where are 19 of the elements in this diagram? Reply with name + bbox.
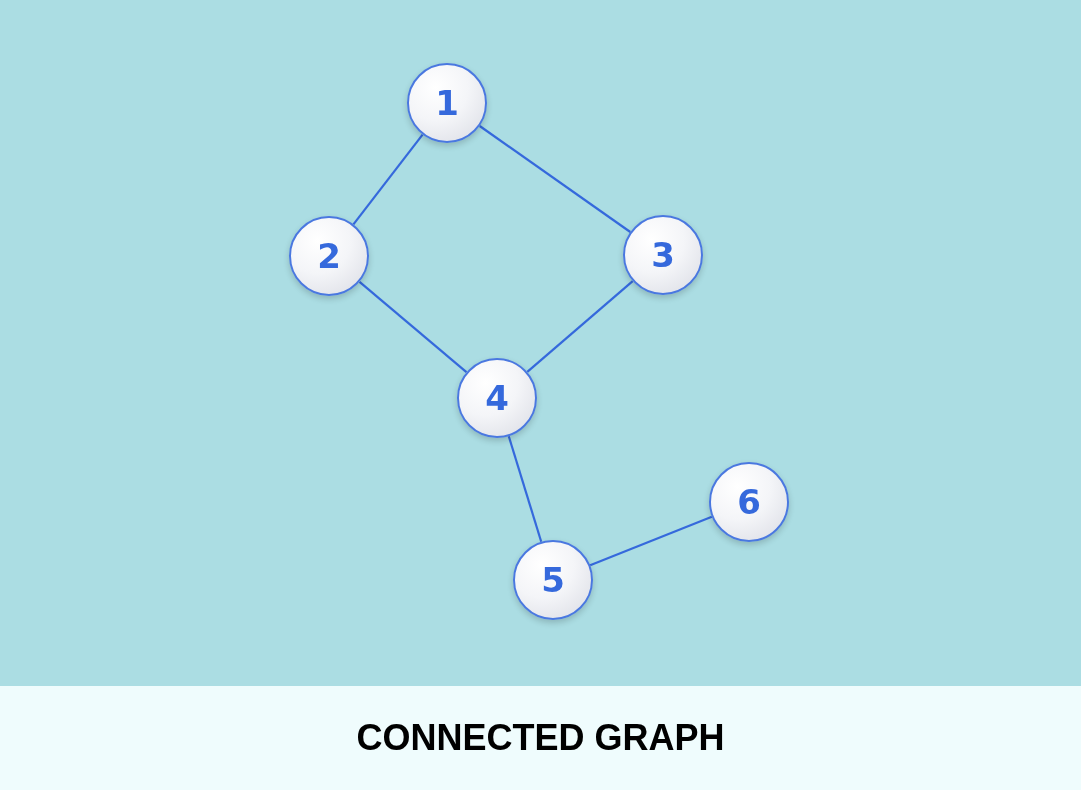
vertex-circle bbox=[407, 63, 487, 143]
vertex-number: 3 bbox=[651, 238, 675, 272]
connector-line bbox=[479, 125, 631, 233]
vertex-number: 5 bbox=[541, 563, 565, 597]
vertex-circle bbox=[457, 358, 537, 438]
connector-line bbox=[507, 435, 543, 543]
caption: CONNECTED GRAPH bbox=[356, 717, 725, 759]
vertex-number: 2 bbox=[317, 239, 341, 273]
connector-line bbox=[352, 134, 424, 225]
vertex-number: 6 bbox=[737, 485, 761, 519]
vertex-circle bbox=[289, 216, 369, 296]
vertex-number: 4 bbox=[485, 381, 509, 415]
connector-line bbox=[526, 280, 634, 373]
vertex-circle bbox=[513, 540, 593, 620]
vertex-number: 1 bbox=[435, 86, 459, 120]
vertex-circle bbox=[709, 462, 789, 542]
vertex-circle bbox=[623, 215, 703, 295]
connector-line bbox=[589, 515, 713, 567]
connector-line bbox=[358, 281, 468, 373]
